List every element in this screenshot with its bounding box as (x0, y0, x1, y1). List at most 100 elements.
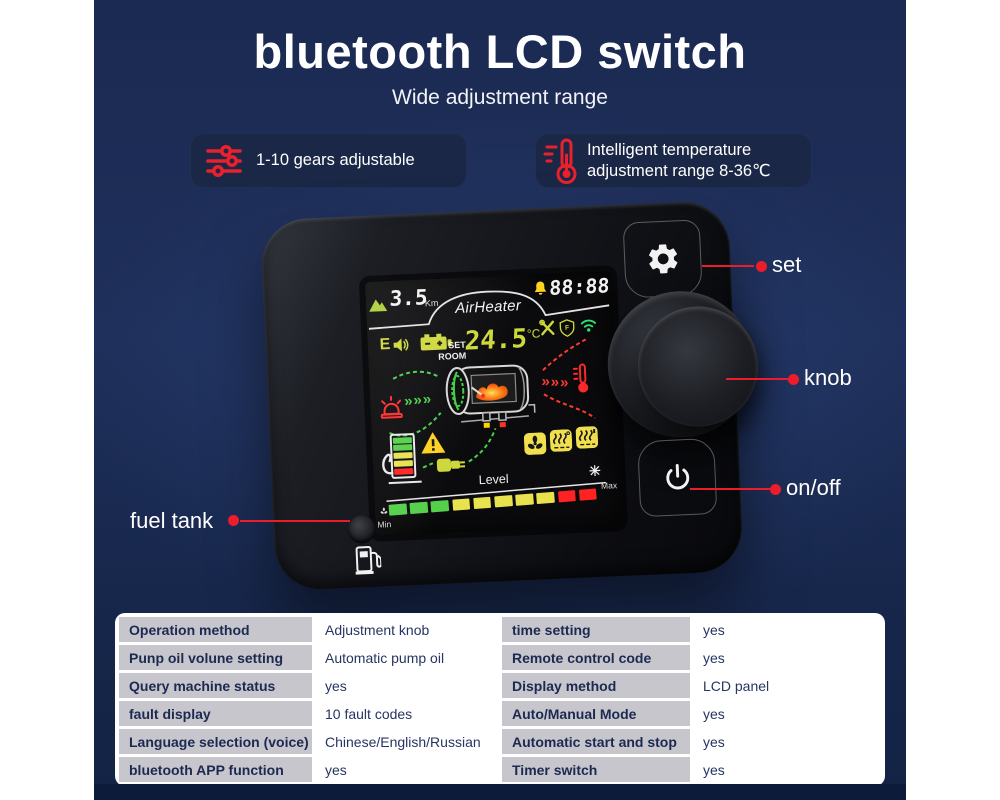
spec-label-left-5: bluetooth APP function (119, 757, 312, 782)
spec-value-left-0: Adjustment knob (315, 617, 499, 642)
callout-line-onoff (690, 488, 770, 490)
plug-icon (436, 458, 466, 472)
room-label: ROOM (438, 350, 467, 362)
callout-label-set: set (772, 252, 802, 277)
warning-triangle-icon (421, 432, 446, 454)
level-segment-9 (578, 488, 598, 501)
power-icon (665, 464, 689, 490)
level-segment-0 (388, 503, 407, 516)
battery-icon (420, 333, 452, 351)
mode-indicator: E (379, 335, 409, 354)
snowflake-icon (589, 465, 601, 477)
level-max-label: Max (600, 480, 618, 491)
airflow-in-chevrons: »»» (403, 390, 433, 411)
lcd-screen: 3.5 Km AirHeater 88:88 E (364, 271, 622, 536)
spec-label-right-1: Remote control code (502, 645, 690, 670)
tools-icon (539, 319, 555, 336)
airflow-out-chevrons: »»» (540, 372, 570, 392)
navy-panel: bluetooth LCD switch Wide adjustment ran… (94, 0, 906, 800)
spec-value-right-0: yes (693, 617, 877, 642)
spec-value-right-1: yes (693, 645, 877, 670)
shield-icon: F (559, 319, 575, 337)
fuel-pump-icon (355, 546, 382, 575)
level-segment-7 (536, 491, 555, 505)
feature-badge-gears: 1-10 gears adjustable (190, 133, 467, 188)
level-segment-2 (430, 500, 450, 513)
screen-decor (368, 290, 610, 502)
spec-label-left-4: Language selection (voice) (119, 729, 312, 754)
temperature-display: 24.5 °C (463, 323, 541, 357)
feature-label: 1-10 gears adjustable (256, 151, 415, 169)
callout-dot-onoff (770, 484, 781, 495)
callout-line-fuel-tank (240, 520, 350, 522)
level-segment-6 (515, 493, 534, 506)
callout-line-knob (726, 378, 788, 380)
level-segment-5 (494, 495, 513, 508)
spec-value-right-4: yes (693, 729, 877, 754)
sliders-icon (206, 144, 242, 177)
heater-unit-diagram (445, 364, 536, 428)
spec-value-left-4: Chinese/English/Russian (315, 729, 499, 754)
altitude-value: 3.5 (389, 285, 429, 311)
feature-badge-temperature: Intelligent temperature adjustment range… (535, 133, 812, 188)
callout-dot-fuel-tank (228, 515, 239, 526)
power-button (637, 437, 718, 518)
page-title: bluetooth LCD switch (253, 25, 747, 78)
set-button (622, 219, 703, 299)
spec-label-right-3: Auto/Manual Mode (502, 701, 690, 726)
level-min-label: Min (377, 519, 392, 530)
spec-value-right-5: yes (693, 757, 877, 782)
level-segment-1 (409, 501, 429, 515)
fuel-bar-2 (392, 452, 413, 460)
altitude-unit: Km (424, 297, 439, 309)
gear-icon (648, 244, 677, 274)
fan-icon (523, 432, 547, 455)
fuel-gauge-icon (382, 433, 422, 485)
heat-waves-icon (549, 429, 573, 452)
callout-dot-knob (788, 374, 799, 385)
spec-label-left-2: Query machine status (119, 673, 312, 698)
spec-label-left-0: Operation method (119, 617, 312, 642)
level-segment-3 (451, 498, 471, 511)
bottom-strip (94, 784, 906, 800)
spec-value-left-3: 10 fault codes (315, 701, 499, 726)
fuel-bar-0 (392, 436, 412, 444)
callout-label-knob: knob (804, 365, 852, 390)
thermometer-icon (543, 138, 577, 184)
spec-label-right-4: Automatic start and stop (502, 729, 690, 754)
siren-icon (380, 395, 403, 419)
spec-label-left-1: Punp oil volune setting (119, 645, 312, 670)
fuel-bar-3 (393, 459, 413, 467)
feature-label: Intelligent temperature adjustment range… (587, 140, 771, 180)
wifi-icon (580, 319, 597, 332)
level-segment-4 (473, 496, 492, 510)
fuel-bar-4 (393, 467, 413, 475)
spec-value-left-1: Automatic pump oil (315, 645, 499, 670)
mountain-icon (369, 299, 388, 312)
fuel-level-bars (392, 436, 413, 477)
spec-label-right-0: time setting (502, 617, 690, 642)
speaker-icon (393, 338, 409, 352)
clock-display: 88:88 (548, 273, 611, 300)
spec-value-left-2: yes (315, 673, 499, 698)
spec-label-right-5: Timer switch (502, 757, 690, 782)
level-segment-8 (557, 490, 576, 503)
callout-label-onoff: on/off (786, 475, 841, 500)
callout-label-fuel-tank: fuel tank (130, 508, 214, 533)
spec-label-right-2: Display method (502, 673, 690, 698)
fan-blades (451, 371, 465, 411)
fuel-bar-1 (392, 444, 412, 452)
mini-fan-icon (380, 507, 388, 514)
callout-line-set (702, 265, 754, 267)
spec-label-left-3: fault display (119, 701, 312, 726)
spec-value-right-2: LCD panel (693, 673, 877, 698)
svg-text:F: F (565, 325, 569, 332)
temperature-value: 24.5 (463, 323, 528, 357)
mode-letter: E (379, 335, 391, 354)
heat-waves-icon (575, 426, 599, 449)
spec-value-right-3: yes (693, 701, 877, 726)
heat-thermometer-icon (572, 363, 589, 393)
bell-icon (534, 281, 547, 295)
